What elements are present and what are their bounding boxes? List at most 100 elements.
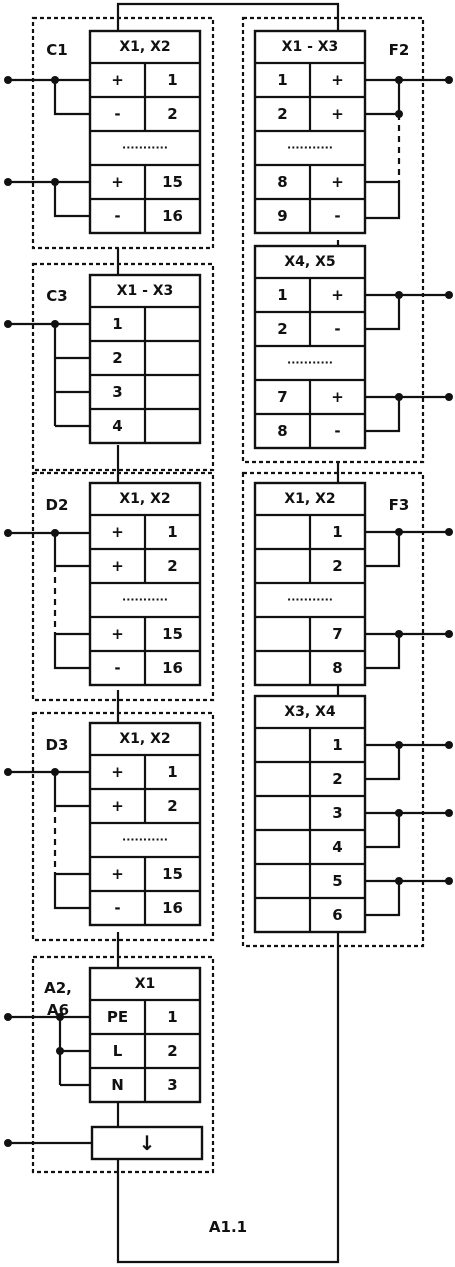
group-c3-enclosure <box>31 262 215 472</box>
block-a2a6-cell-a: PE <box>107 1008 128 1026</box>
group-d2-label: D2 <box>46 496 69 514</box>
bottom-loop-wire <box>116 928 340 1264</box>
group-d3-enclosure <box>31 711 215 942</box>
group-f3-enclosure <box>241 471 425 948</box>
block-f3-1-cell-b: 1 <box>332 736 342 754</box>
block-a2a6-cell-a: L <box>113 1042 123 1060</box>
block-f3-1-cell-b: 4 <box>332 838 342 856</box>
block-c1-cell-b: 1 <box>167 71 177 89</box>
block-f2-1-cell-b: + <box>331 286 344 304</box>
block-d2-cell-b: 2 <box>167 557 177 575</box>
group-a2a6-label: A6 <box>47 1001 69 1019</box>
block-d2-cell-a: + <box>111 557 124 575</box>
f2a-bridge-9 <box>365 182 401 220</box>
d3-bridge-16 <box>53 874 90 910</box>
block-f2-0-ellipsis: ........... <box>287 139 333 152</box>
block-d3-cell-b: 15 <box>162 865 183 883</box>
block-c3-cell-a: 2 <box>112 349 122 367</box>
block-c1-cell-b: 15 <box>162 173 183 191</box>
block-d2-ellipsis: ........... <box>122 591 168 604</box>
block-d2-cell-b: 15 <box>162 625 183 643</box>
block-f3-1-cell-b: 3 <box>332 804 342 822</box>
c1-pair-1-bridge <box>53 80 90 116</box>
f3a-pair-7-bridge <box>365 634 401 670</box>
block-d2-cell-b: 1 <box>167 523 177 541</box>
block-f2-0-cell-b: + <box>331 173 344 191</box>
block-f3-1-cell-b: 2 <box>332 770 342 788</box>
block-f3-1-header: X3, X4 <box>284 704 336 720</box>
block-f3-0-cell-b: 2 <box>332 557 342 575</box>
block-d3-header: X1, X2 <box>119 731 170 747</box>
block-f2-0-cell-b: + <box>331 71 344 89</box>
wires-layer <box>4 2 453 1264</box>
group-d3-label: D3 <box>46 736 69 754</box>
block-c1-cell-a: + <box>111 173 124 191</box>
block-f2-1-cell-b: - <box>334 320 340 338</box>
block-a2a6-cell-b: 1 <box>167 1008 177 1026</box>
block-c3-header: X1 - X3 <box>117 283 174 299</box>
block-a2a6-header: X1 <box>135 976 156 992</box>
group-f2-label: F2 <box>389 41 410 59</box>
c1-pair-15-bridge <box>53 182 90 218</box>
block-c1: X1, X2+1-2...........+15-16 <box>88 29 202 235</box>
group-a2a6-enclosure <box>31 955 215 1174</box>
block-f2-0-header: X1 - X3 <box>282 39 339 55</box>
block-a2a6-cell-b: 3 <box>167 1076 177 1094</box>
block-d3-cell-b: 1 <box>167 763 177 781</box>
f3b-pair-5-bridge <box>365 881 401 917</box>
block-c3-cell-a: 3 <box>112 383 122 401</box>
block-f2-1-cell-a: 7 <box>277 388 287 406</box>
block-d2-cell-a: + <box>111 625 124 643</box>
block-d3-cell-a: + <box>111 797 124 815</box>
group-f3-label: F3 <box>389 496 410 514</box>
block-d2-cell-a: + <box>111 523 124 541</box>
d2-bridge-16 <box>53 634 90 670</box>
block-d2-cell-b: 16 <box>162 659 183 677</box>
block-f2-0-cell-a: 9 <box>277 207 287 225</box>
footer-label: A1.1 <box>209 1218 247 1236</box>
block-f2-0-cell-a: 8 <box>277 173 287 191</box>
block-d3-cell-b: 2 <box>167 797 177 815</box>
block-f3-1-cell-b: 5 <box>332 872 342 890</box>
ground-icon: ↓ <box>139 1131 156 1155</box>
block-f2-1: X4, X51+2-...........7+8- <box>253 244 367 450</box>
block-f2-1-cell-a: 8 <box>277 422 287 440</box>
block-c1-cell-b: 2 <box>167 105 177 123</box>
groups-layer <box>31 16 425 1174</box>
group-c1-enclosure <box>31 16 215 250</box>
block-c1-cell-a: - <box>114 207 120 225</box>
a2-junction-l <box>56 1047 64 1055</box>
block-d3-cell-a: + <box>111 763 124 781</box>
f3b-pair-1-bridge <box>365 745 401 781</box>
block-f2-1-cell-b: - <box>334 422 340 440</box>
block-f2-1-header: X4, X5 <box>284 254 335 270</box>
block-d3-cell-a: - <box>114 899 120 917</box>
block-d2-cell-a: - <box>114 659 120 677</box>
block-f3-0-cell-b: 1 <box>332 523 342 541</box>
block-f3-0-cell-b: 7 <box>332 625 342 643</box>
block-d2-header: X1, X2 <box>119 491 170 507</box>
group-c3-label: C3 <box>46 287 67 305</box>
group-d2-enclosure <box>31 471 215 702</box>
block-f2-1-ellipsis: ........... <box>287 354 333 367</box>
block-c1-header: X1, X2 <box>119 39 170 55</box>
block-c1-cell-a: - <box>114 105 120 123</box>
f2b-pair-7-bridge <box>365 397 401 433</box>
block-a2a6-cell-b: 2 <box>167 1042 177 1060</box>
block-f2-0-cell-a: 1 <box>277 71 287 89</box>
top-bus-wire <box>116 2 340 31</box>
block-c3-cell-a: 4 <box>112 417 122 435</box>
block-f2-0: X1 - X31+2+...........8+9- <box>253 29 367 235</box>
block-f3-0-cell-b: 8 <box>332 659 342 677</box>
block-f2-1-cell-a: 1 <box>277 286 287 304</box>
ground-block: ↓ <box>90 1125 204 1161</box>
group-c1-label: C1 <box>46 41 67 59</box>
group-a2a6-label: A2, <box>44 979 72 997</box>
block-d3-cell-a: + <box>111 865 124 883</box>
